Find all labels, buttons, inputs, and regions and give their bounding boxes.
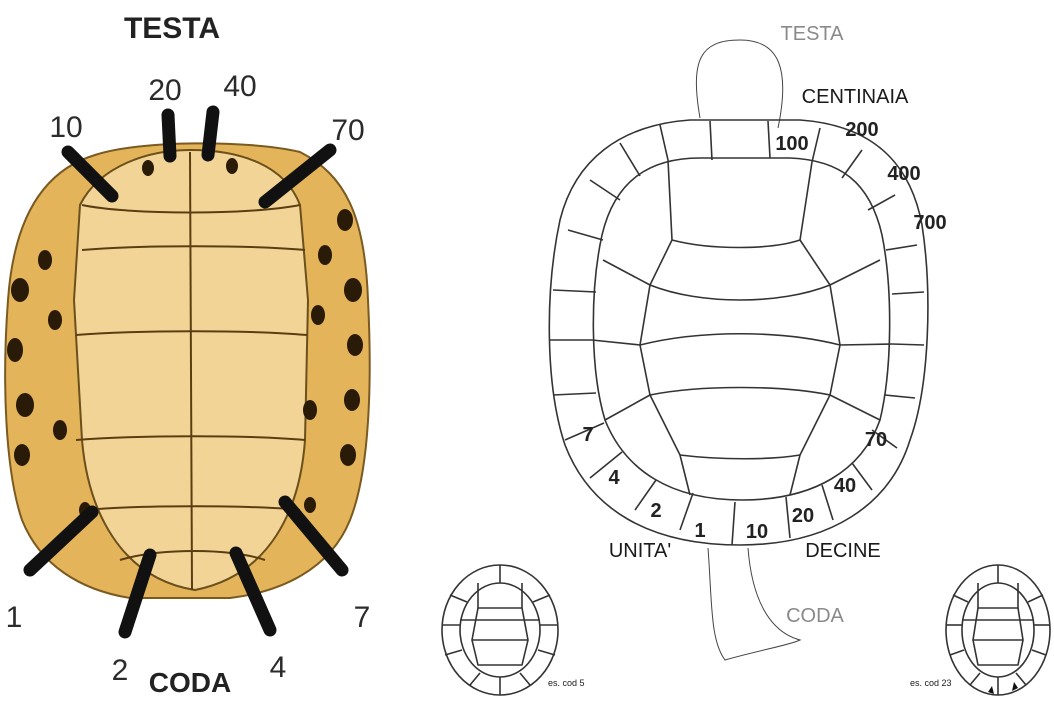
left-tail-label: CODA [149,667,231,698]
left-bottom-number-4: 4 [270,651,287,684]
units-number-1: 1 [694,520,705,542]
left-bottom-number-2: 2 [112,654,129,687]
tens-number-70: 70 [865,429,887,451]
units-label: UNITA' [609,540,671,562]
example-caption-1: es. cod 5 [548,678,585,688]
units-number-2: 2 [650,500,661,522]
left-top-number-70: 70 [331,114,364,147]
example-thumbnail-2: es. cod 23 [910,565,1050,695]
tens-number-20: 20 [792,505,814,527]
units-number-4: 4 [608,467,620,489]
left-top-number-20: 20 [148,74,181,107]
example-caption-2: es. cod 23 [910,678,952,688]
left-top-number-40: 40 [223,70,256,103]
hundreds-number-400: 400 [887,163,920,185]
right-head-label: TESTA [781,23,845,45]
tens-label: DECINE [805,540,881,562]
left-plastron-figure: TESTA [5,12,370,698]
tens-number-10: 10 [746,521,768,543]
hundreds-number-200: 200 [845,119,878,141]
left-head-label: TESTA [124,12,220,45]
right-tail-label: CODA [786,605,844,627]
turtle-head-outline [696,40,782,128]
right-carapace-figure: TESTA CENTINAIA UNITA' DECINE CODA 100 2… [549,23,946,660]
hundreds-number-700: 700 [913,212,946,234]
left-bottom-number-7: 7 [354,601,371,634]
left-top-number-10: 10 [49,111,82,144]
example-thumbnail-1: es. cod 5 [442,565,585,695]
central-scute-lines [592,160,892,495]
left-bottom-number-1: 1 [6,601,23,634]
hundreds-label: CENTINAIA [802,86,909,108]
tens-number-40: 40 [834,475,856,497]
hundreds-number-100: 100 [775,133,808,155]
turtle-tail-outline [708,548,800,660]
carapace-inner [593,158,889,500]
units-number-7: 7 [582,424,593,446]
carapace-outline [549,120,928,545]
